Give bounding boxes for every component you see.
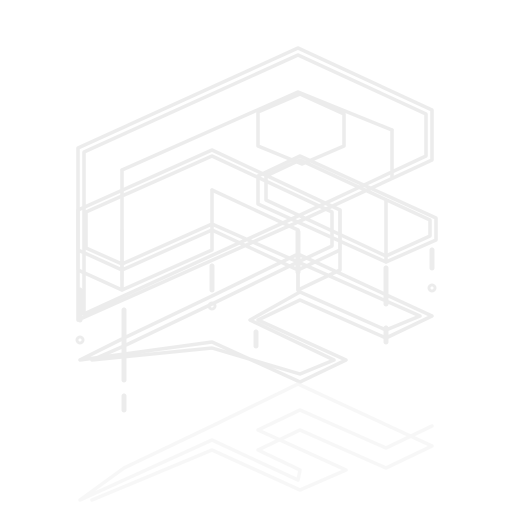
top-back-block-outer — [78, 48, 432, 320]
bottom-footprint — [80, 384, 432, 500]
top-back-block — [78, 48, 432, 320]
dot-2 — [429, 285, 435, 291]
upper-right-block-inner — [266, 160, 430, 256]
upper-right-block — [258, 94, 436, 262]
dot-1 — [77, 337, 83, 343]
middle-footprint — [78, 254, 432, 382]
